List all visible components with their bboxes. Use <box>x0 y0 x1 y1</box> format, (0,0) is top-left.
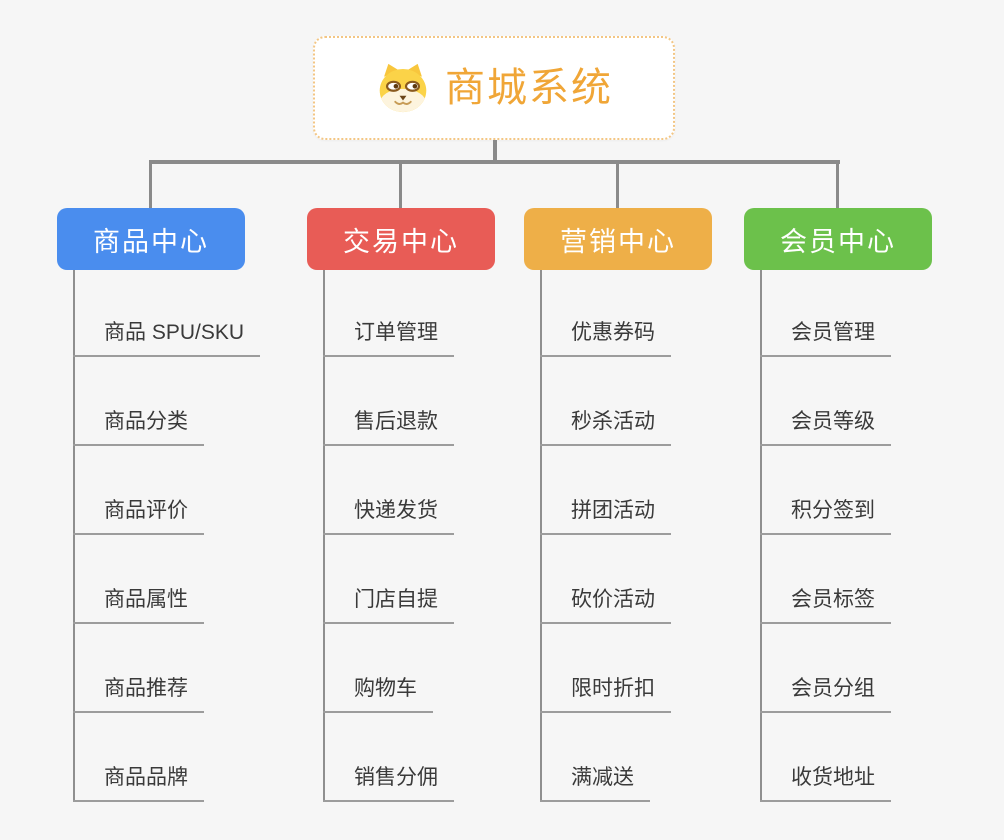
branch-rail <box>760 270 762 802</box>
connector-horizontal-bus <box>149 160 840 164</box>
branch-product-center: 商品中心 商品 SPU/SKU 商品分类 商品评价 商品属性 商品推荐 商品品牌 <box>57 208 307 808</box>
leaf-node[interactable]: 会员分组 <box>760 674 891 713</box>
leaf-node[interactable]: 满减送 <box>540 763 650 802</box>
leaf-node[interactable]: 优惠券码 <box>540 318 671 357</box>
leaf-node[interactable]: 商品分类 <box>73 407 204 446</box>
leaf-node[interactable]: 商品 SPU/SKU <box>73 318 261 357</box>
branch-rail <box>323 270 325 802</box>
branch-rail <box>73 270 75 802</box>
leaf-node[interactable]: 拼团活动 <box>540 496 671 535</box>
branch-node-marketing-center[interactable]: 营销中心 <box>524 208 712 270</box>
leaf-node[interactable]: 商品属性 <box>73 585 204 624</box>
branch-node-product-center[interactable]: 商品中心 <box>57 208 245 270</box>
leaf-node[interactable]: 商品推荐 <box>73 674 204 713</box>
leaf-node[interactable]: 会员标签 <box>760 585 891 624</box>
branch-node-member-center[interactable]: 会员中心 <box>744 208 932 270</box>
leaf-node[interactable]: 收货地址 <box>760 763 891 802</box>
leaf-node[interactable]: 销售分佣 <box>323 763 454 802</box>
leaf-node[interactable]: 门店自提 <box>323 585 454 624</box>
leaf-node[interactable]: 购物车 <box>323 674 433 713</box>
leaf-node[interactable]: 会员等级 <box>760 407 891 446</box>
root-title: 商城系统 <box>445 66 613 110</box>
shiba-dog-icon <box>379 63 427 113</box>
leaf-node[interactable]: 商品评价 <box>73 496 204 535</box>
leaf-node[interactable]: 砍价活动 <box>540 585 671 624</box>
leaf-node[interactable]: 会员管理 <box>760 318 891 357</box>
branch-trade-center: 交易中心 订单管理 售后退款 快递发货 门店自提 购物车 销售分佣 <box>307 208 557 808</box>
leaf-node[interactable]: 售后退款 <box>323 407 454 446</box>
branch-marketing-center: 营销中心 优惠券码 秒杀活动 拼团活动 砍价活动 限时折扣 满减送 <box>524 208 774 808</box>
leaf-node[interactable]: 秒杀活动 <box>540 407 671 446</box>
leaf-node[interactable]: 限时折扣 <box>540 674 671 713</box>
leaf-node[interactable]: 快递发货 <box>323 496 454 535</box>
connector-root-stub <box>493 140 497 162</box>
root-node[interactable]: 商城系统 <box>313 36 675 140</box>
leaf-node[interactable]: 商品品牌 <box>73 763 204 802</box>
leaf-node[interactable]: 订单管理 <box>323 318 454 357</box>
branch-node-trade-center[interactable]: 交易中心 <box>307 208 495 270</box>
branch-member-center: 会员中心 会员管理 会员等级 积分签到 会员标签 会员分组 收货地址 <box>744 208 994 808</box>
connector-drop-member <box>836 160 839 208</box>
connector-drop-trade <box>399 160 402 208</box>
leaf-node[interactable]: 积分签到 <box>760 496 891 535</box>
connector-drop-marketing <box>616 160 619 208</box>
connector-drop-product <box>149 160 152 208</box>
branch-rail <box>540 270 542 802</box>
